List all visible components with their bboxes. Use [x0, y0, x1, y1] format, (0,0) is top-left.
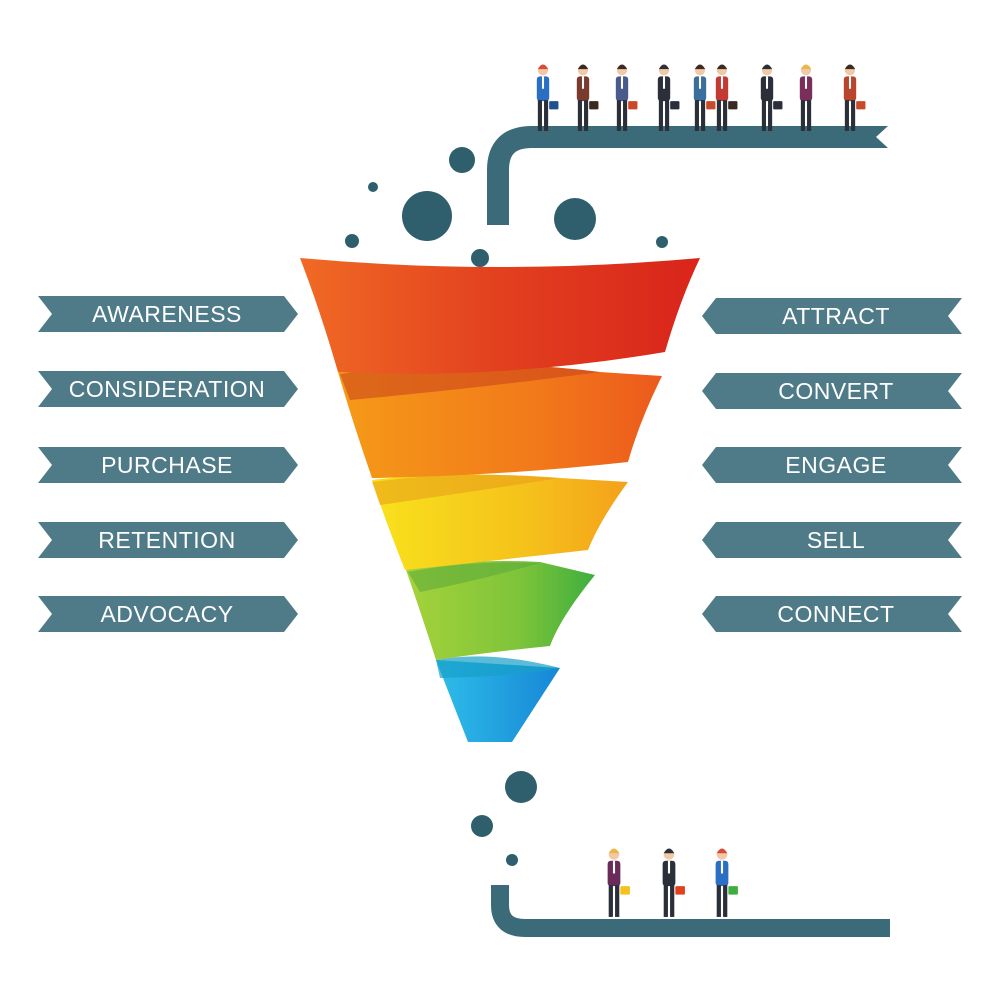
person-figure — [843, 64, 866, 131]
left-stage-awareness: AWARENESS — [38, 296, 298, 332]
person-figure — [715, 848, 738, 917]
left-stages: AWARENESS CONSIDERATION PURCHASE RETENTI… — [38, 296, 298, 632]
person-figure — [607, 848, 630, 917]
bubbles — [345, 147, 668, 866]
left-stage-label: AWARENESS — [92, 301, 242, 327]
left-stage-purchase: PURCHASE — [38, 447, 298, 483]
right-stage-label: ENGAGE — [785, 452, 886, 478]
funnel-layer-1 — [300, 258, 700, 374]
left-stage-label: RETENTION — [98, 527, 235, 553]
right-stage-label: CONNECT — [777, 601, 894, 627]
bubble — [368, 182, 378, 192]
bubble — [505, 771, 537, 803]
funnel-layer-4 — [406, 561, 595, 660]
funnel-layer-3 — [372, 474, 628, 570]
bubble — [449, 147, 475, 173]
bottom-pipe — [491, 885, 890, 937]
bubble — [554, 198, 596, 240]
right-stage-attract: ATTRACT — [702, 298, 962, 334]
left-stage-advocacy: ADVOCACY — [38, 596, 298, 632]
left-stage-label: ADVOCACY — [100, 601, 233, 627]
bubble — [402, 191, 452, 241]
person-figure — [799, 64, 813, 131]
left-stage-retention: RETENTION — [38, 522, 298, 558]
right-stage-label: ATTRACT — [782, 303, 890, 329]
right-stage-label: SELL — [807, 527, 865, 553]
right-stage-connect: CONNECT — [702, 596, 962, 632]
right-stage-convert: CONVERT — [702, 373, 962, 409]
right-stages: ATTRACT CONVERT ENGAGE SELL CONNECT — [702, 298, 962, 632]
person-figure — [693, 64, 716, 131]
people-bottom-group — [607, 848, 738, 917]
person-figure — [536, 64, 559, 131]
bubble — [471, 249, 489, 267]
person-figure — [715, 64, 738, 131]
person-figure — [615, 64, 638, 131]
person-figure — [760, 64, 783, 131]
left-stage-label: CONSIDERATION — [69, 376, 265, 402]
top-pipe — [487, 126, 888, 225]
funnel-layer-5 — [436, 660, 560, 742]
right-stage-engage: ENGAGE — [702, 447, 962, 483]
left-stage-label: PURCHASE — [101, 452, 233, 478]
left-stage-consideration: CONSIDERATION — [38, 371, 298, 407]
bubble — [345, 234, 359, 248]
bubble — [506, 854, 518, 866]
funnel — [300, 258, 700, 742]
right-stage-label: CONVERT — [778, 378, 894, 404]
right-stage-sell: SELL — [702, 522, 962, 558]
person-figure — [657, 64, 680, 131]
person-figure — [662, 848, 685, 917]
person-figure — [576, 64, 599, 131]
bubble — [656, 236, 668, 248]
people-top-group — [536, 64, 866, 131]
bubble — [471, 815, 493, 837]
